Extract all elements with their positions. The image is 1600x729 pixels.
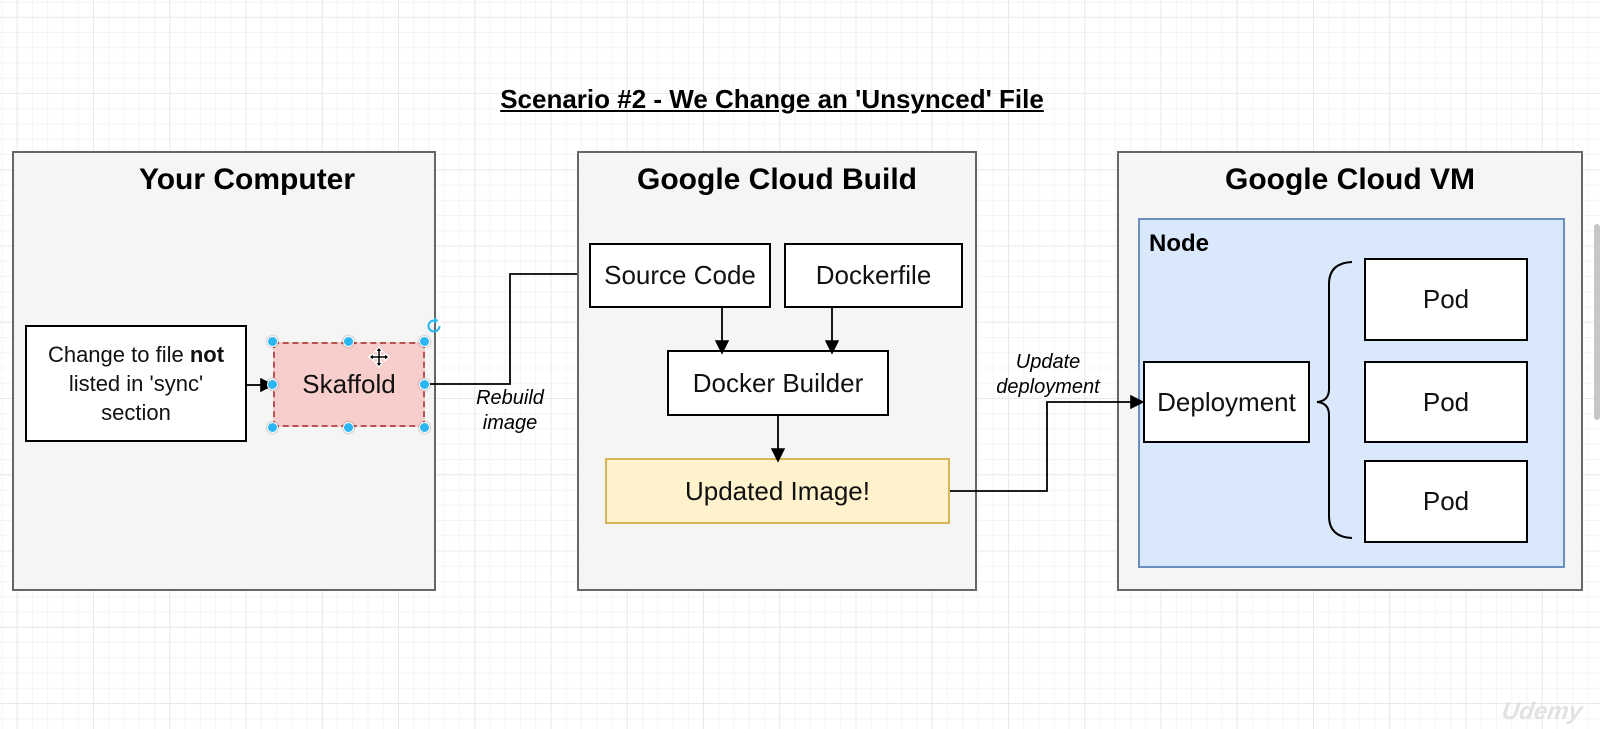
change-file-line2: listed in 'sync' — [68, 371, 204, 396]
skaffold-label: Skaffold — [302, 369, 396, 399]
shape-pod-1[interactable]: Pod — [1364, 258, 1528, 341]
rotate-icon[interactable] — [425, 317, 443, 335]
updated-image-label: Updated Image! — [684, 475, 870, 506]
pod-3-label: Pod — [1422, 486, 1470, 516]
edge-label-update-deployment[interactable]: Update deployment — [996, 351, 1100, 398]
shape-source-code[interactable]: Source Code — [589, 243, 771, 308]
change-file-line1-bold: not — [189, 342, 225, 367]
shape-pod-3[interactable]: Pod — [1364, 460, 1528, 543]
selection-handle-middle-right[interactable] — [419, 379, 430, 390]
source-code-label: Source Code — [604, 260, 756, 290]
selection-handle-bottom-right[interactable] — [419, 422, 430, 433]
container-google-cloud-build-title: Google Cloud Build — [637, 163, 917, 196]
dockerfile-label: Dockerfile — [815, 260, 932, 290]
selection-handle-bottom-left[interactable] — [267, 422, 278, 433]
selection-handle-top-right[interactable] — [419, 336, 430, 347]
selection-handle-top-left[interactable] — [267, 336, 278, 347]
edge-skaffold-to-cloud-build[interactable] — [425, 273, 577, 385]
shape-dockerfile[interactable]: Dockerfile — [784, 243, 963, 308]
move-cursor-icon[interactable] — [367, 345, 391, 369]
shape-pod-2[interactable]: Pod — [1364, 361, 1528, 443]
selection-handle-middle-left[interactable] — [267, 379, 278, 390]
change-file-line1: Change to file — [47, 342, 190, 367]
vertical-scrollbar-thumb[interactable] — [1594, 224, 1600, 420]
pod-1-label: Pod — [1422, 284, 1470, 314]
shape-updated-image[interactable]: Updated Image! — [605, 458, 950, 524]
udemy-watermark: Udemy — [1500, 698, 1584, 725]
selection-handle-bottom-middle[interactable] — [343, 422, 354, 433]
docker-builder-label: Docker Builder — [692, 367, 864, 398]
container-google-cloud-vm-title: Google Cloud VM — [1225, 163, 1475, 196]
deployment-label: Deployment — [1157, 386, 1296, 417]
node-group-title: Node — [1149, 230, 1209, 257]
diagram-title[interactable]: Scenario #2 - We Change an 'Unsynced' Fi… — [500, 84, 1044, 114]
shape-skaffold[interactable]: Skaffold — [273, 342, 425, 427]
pod-2-label: Pod — [1422, 386, 1470, 417]
change-file-line3: section — [101, 400, 171, 425]
edge-updated-image-to-deployment[interactable] — [950, 394, 1145, 492]
shape-docker-builder[interactable]: Docker Builder — [667, 350, 889, 416]
change-file-note-label: Change to file not listed in 'sync' sect… — [48, 340, 224, 427]
shape-deployment[interactable]: Deployment — [1143, 361, 1310, 443]
selection-handle-top-middle[interactable] — [343, 336, 354, 347]
container-your-computer-title: Your Computer — [138, 163, 356, 196]
edge-label-rebuild-image[interactable]: Rebuild image — [476, 387, 544, 434]
shape-change-file-note[interactable]: Change to file not listed in 'sync' sect… — [25, 325, 247, 442]
